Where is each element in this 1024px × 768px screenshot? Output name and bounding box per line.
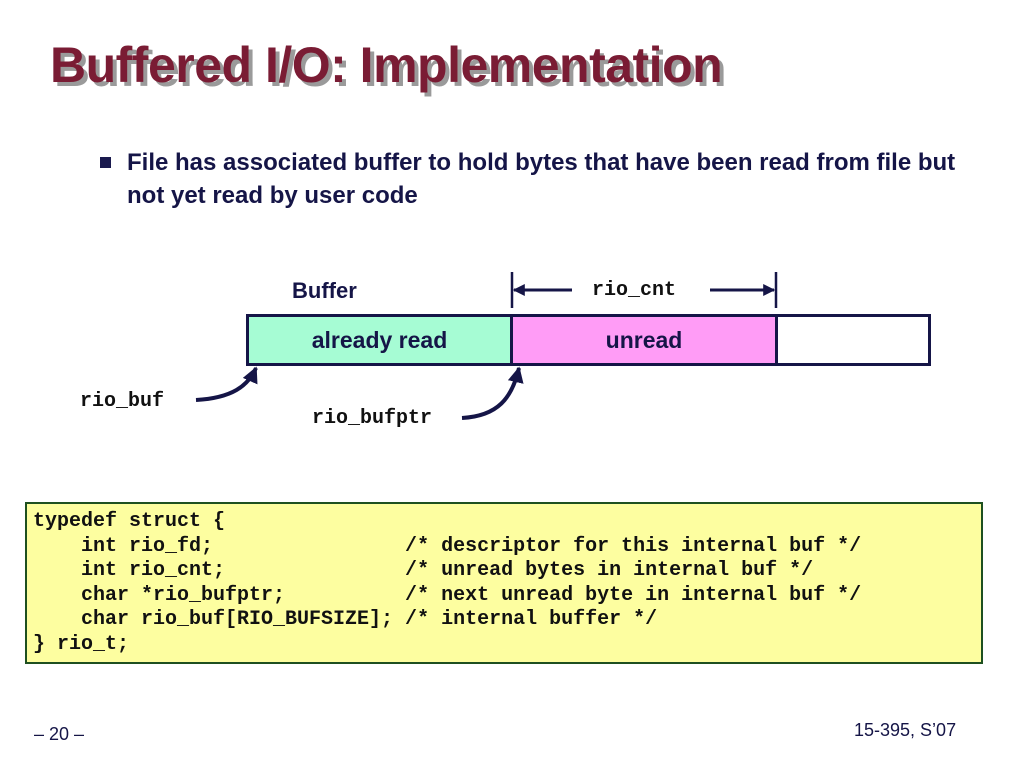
slide-title: Buffered I/O: Implementation xyxy=(50,37,723,93)
page-number: – 20 – xyxy=(34,724,85,744)
code-line: char rio_buf[RIO_BUFSIZE]; /* internal b… xyxy=(33,608,658,632)
code-line: } rio_t; xyxy=(33,632,130,656)
buffer-diagram: already read unread xyxy=(246,314,931,366)
code-line: char *rio_bufptr; /* next unread byte in… xyxy=(33,583,862,607)
square-bullet-icon xyxy=(100,157,111,168)
rio-buf-label: rio_buf xyxy=(80,390,165,413)
already-read-segment: already read xyxy=(249,317,513,363)
rio-bufptr-arrow xyxy=(461,366,524,420)
rio-bufptr-label: rio_bufptr xyxy=(312,407,433,430)
course-label: 15-395, S’07 xyxy=(854,720,957,740)
buffer-label: Buffer xyxy=(292,278,357,303)
rio-cnt-label: rio_cnt xyxy=(592,279,677,302)
unread-segment: unread xyxy=(513,317,778,363)
code-line: typedef struct { xyxy=(33,510,226,533)
rio-buf-arrow xyxy=(195,366,258,402)
code-line: int rio_cnt; /* unread bytes in internal… xyxy=(33,559,814,583)
bullet-text: File has associated buffer to hold bytes… xyxy=(127,149,956,209)
code-line: int rio_fd; /* descriptor for this inter… xyxy=(33,534,862,558)
code-block: typedef struct { int rio_fd; /* descript… xyxy=(25,502,983,664)
empty-segment xyxy=(778,317,928,363)
